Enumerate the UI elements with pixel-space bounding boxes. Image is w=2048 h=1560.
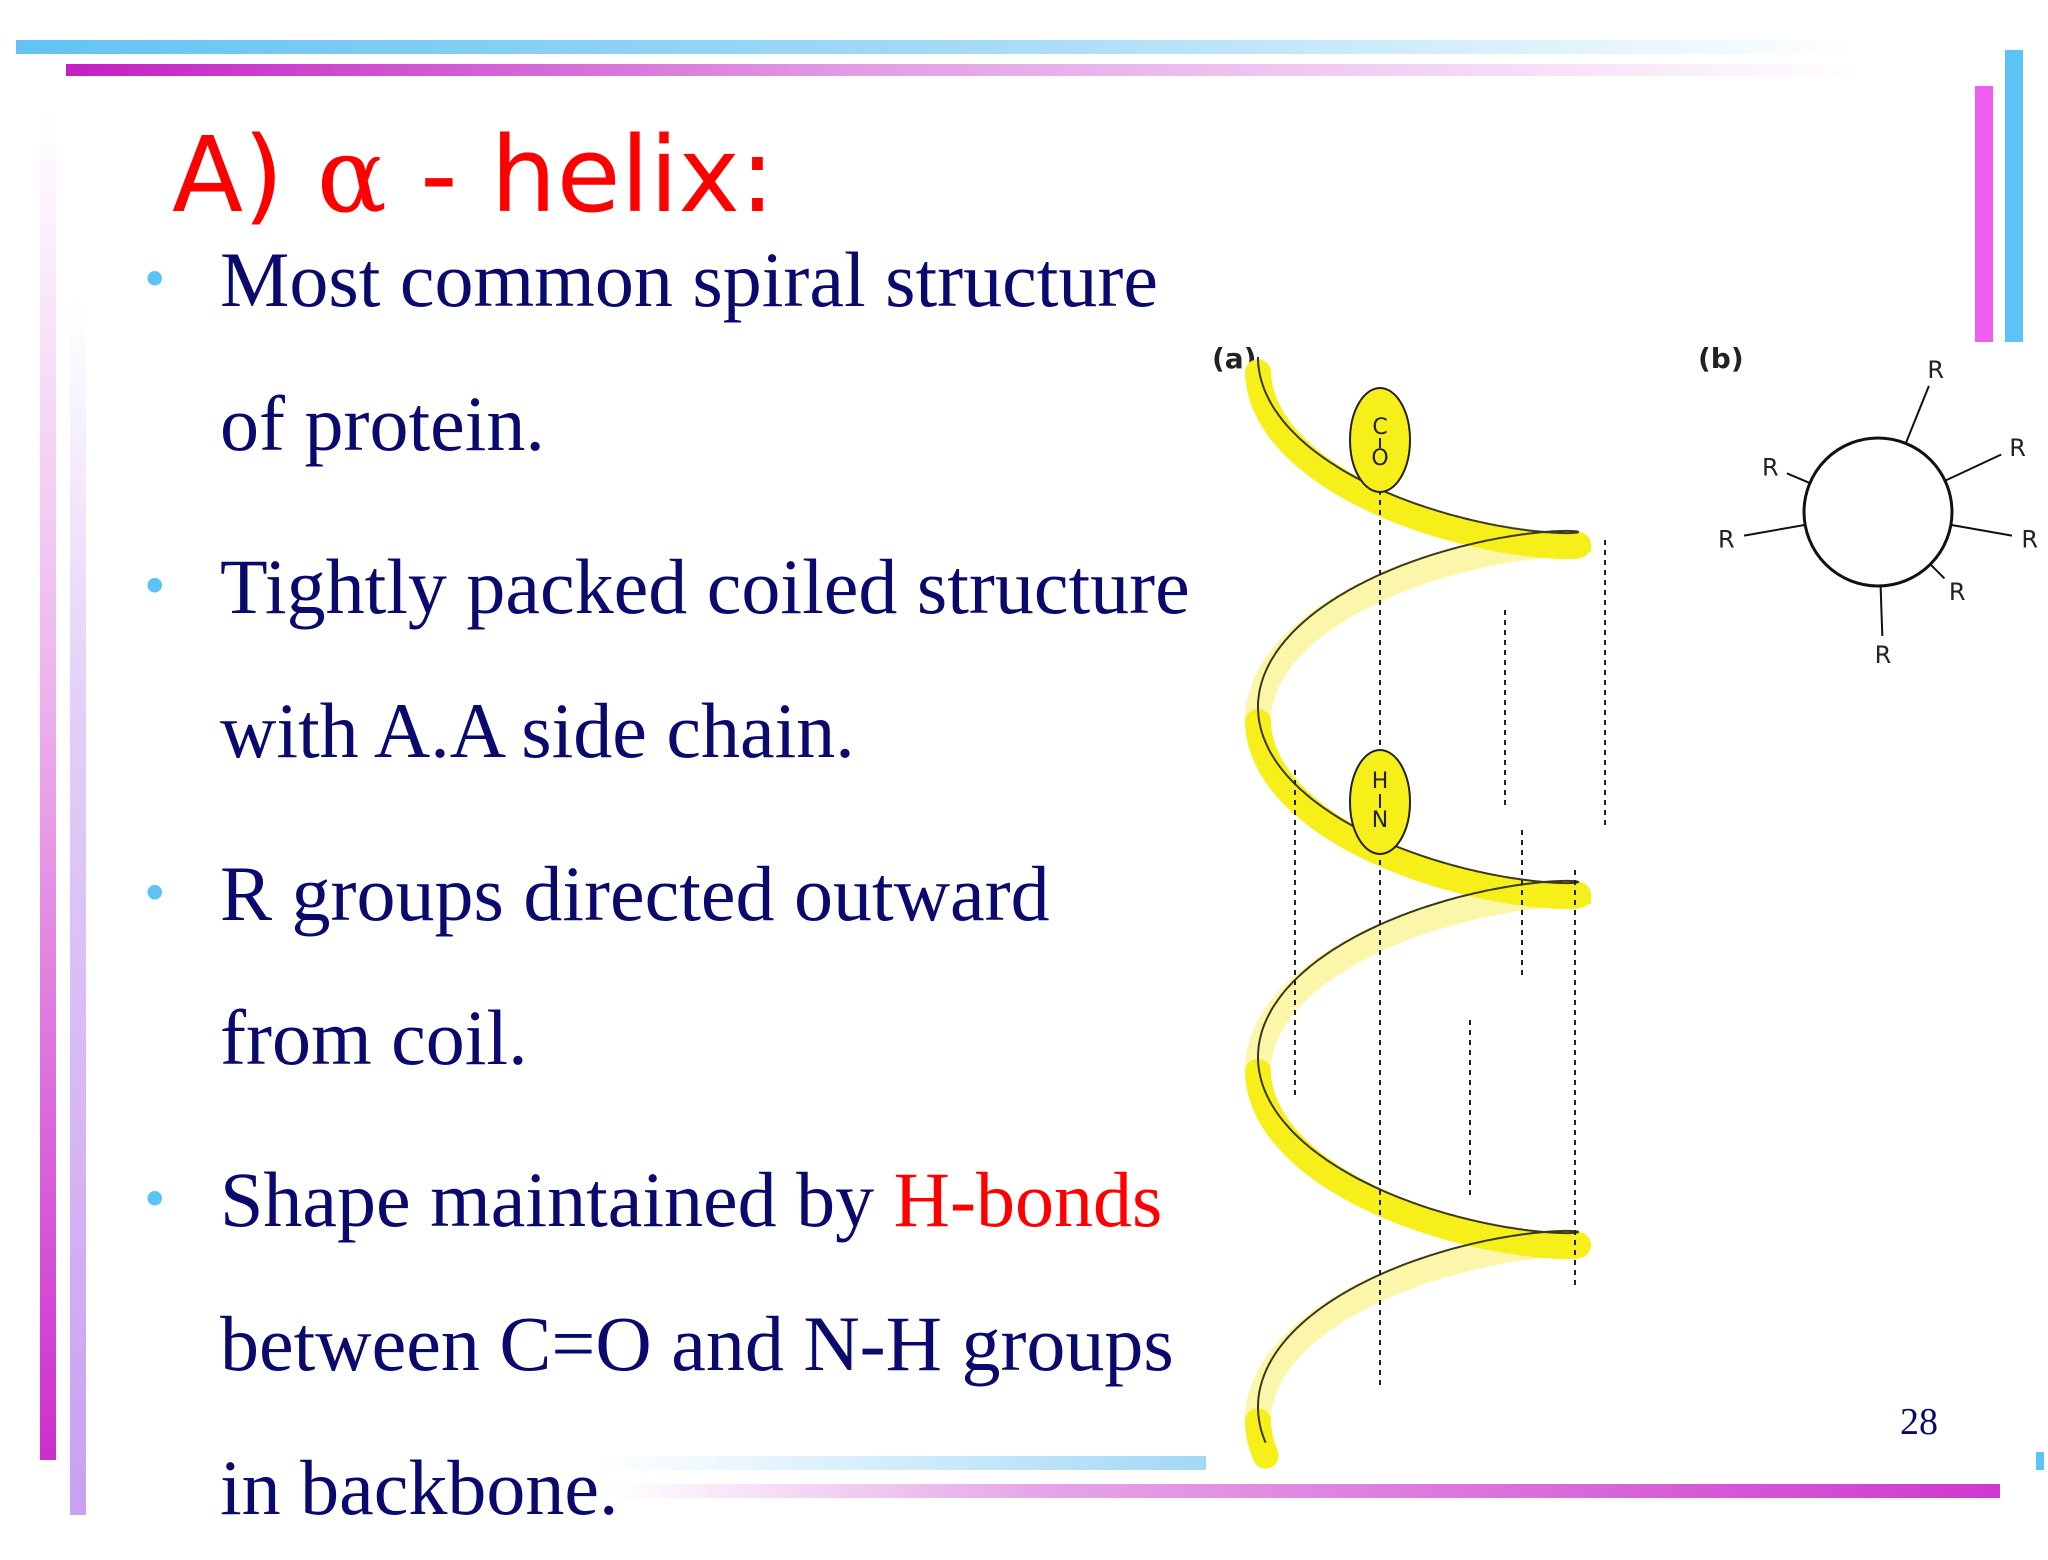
r-group-label: R: [2021, 526, 2038, 554]
bullet-dot-icon: •: [140, 865, 170, 923]
r-group-label: R: [1718, 526, 1735, 554]
bullet-line: with A.A side chain.: [220, 687, 855, 774]
panel-b-label: (b): [1698, 342, 1744, 375]
bullet-text: R groups directed outward from coil.: [220, 822, 1280, 1110]
title-prefix: A): [172, 114, 317, 236]
bullet-line: from coil.: [220, 994, 528, 1081]
r-group-bond: [1904, 385, 1930, 444]
page-number: 28: [1900, 1401, 1938, 1443]
amide-group: H N: [1349, 749, 1411, 855]
r-group-bond: [1786, 472, 1811, 485]
h-bond-lines: [1294, 490, 1606, 1390]
left-pink-accent-bar: [40, 110, 56, 1460]
r-group-bond: [1929, 563, 1946, 580]
carbonyl-c-label: C: [1372, 415, 1387, 440]
r-group-label: R: [1875, 641, 1892, 669]
bullet-line-prefix: Shape maintained by: [220, 1156, 894, 1243]
bullet-line: in backbone.: [220, 1444, 619, 1531]
title-suffix: - helix:: [387, 114, 775, 236]
r-group-label: R: [1762, 453, 1779, 481]
amide-h-label: H: [1372, 769, 1389, 794]
helix-cross-section: [1802, 436, 1954, 588]
bullet-dot-icon: •: [140, 1171, 170, 1229]
top-blue-accent-bar: [16, 40, 1856, 54]
bullet-text: Shape maintained by H-bonds between C=O …: [220, 1128, 1280, 1560]
bullet-line: of protein.: [220, 380, 545, 467]
title-alpha-symbol: α: [316, 114, 388, 236]
bottom-pink-accent-bar: [612, 1484, 2000, 1498]
r-group-bond: [1950, 523, 2013, 537]
right-pink-accent-bar: [1975, 86, 1993, 342]
carbonyl-o-label: O: [1371, 446, 1388, 471]
r-group-label: R: [2009, 434, 2026, 462]
amide-n-label: N: [1372, 808, 1388, 833]
bottom-blue-accent-mark: [2036, 1452, 2044, 1470]
bullet-dot-icon: •: [140, 251, 170, 309]
bullet-dot-icon: •: [140, 558, 170, 616]
helical-wheel: R R R R R R R: [1718, 356, 2038, 669]
bottom-blue-accent-bar: [600, 1456, 1206, 1470]
left-lavender-accent-bar: [70, 300, 86, 1515]
bullet-line: between C=O and N-H groups: [220, 1300, 1174, 1387]
r-group-bond: [1944, 453, 2002, 482]
right-blue-accent-bar: [2005, 50, 2023, 342]
bullet-line: R groups directed outward: [220, 850, 1050, 937]
r-group-bond: [1879, 585, 1884, 636]
r-group-bond: [1743, 523, 1806, 537]
bullet-line: Most common spiral structure: [220, 236, 1159, 323]
r-group-label: R: [1949, 578, 1966, 606]
helix-ribbon-back: [1245, 530, 1591, 1432]
bullet-text: Most common spiral structure of protein.: [220, 208, 1280, 496]
carbonyl-group: C O: [1349, 387, 1411, 493]
top-pink-accent-bar: [66, 64, 1856, 76]
bullet-line: Tightly packed coiled structure: [220, 543, 1190, 630]
slide-title: A) α - helix:: [172, 110, 775, 240]
helix-ribbon-front: [1245, 359, 1591, 1469]
helix-ribbon: [1245, 357, 1591, 1469]
helix-ribbon-outline: [1257, 357, 1579, 1443]
r-group-label: R: [1927, 356, 1944, 384]
bullet-line: Shape maintained by H-bonds: [220, 1128, 1280, 1272]
bullet-text: Tightly packed coiled structure with A.A…: [220, 515, 1280, 803]
h-bonds-highlight: H-bonds: [893, 1156, 1163, 1243]
